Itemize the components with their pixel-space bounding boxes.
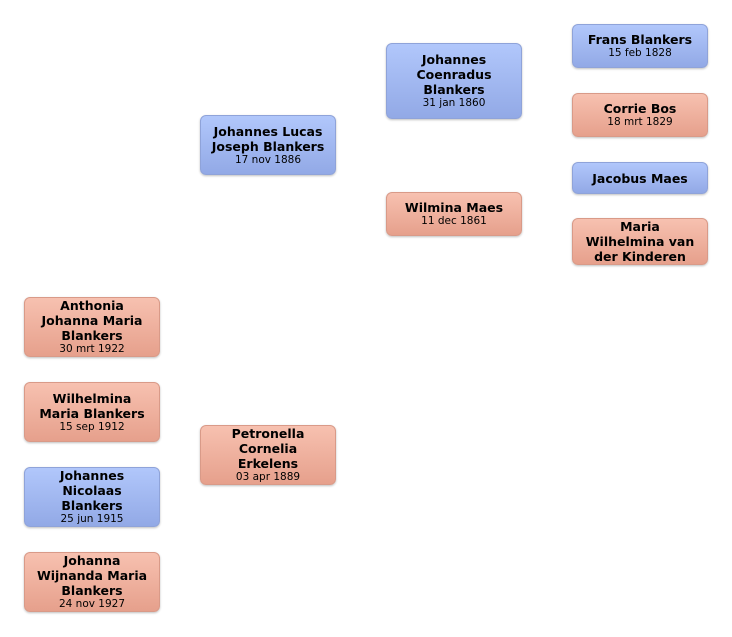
person-name: Maria Wilhelmina van der Kinderen: [585, 219, 695, 264]
person-name: Wilmina Maes: [404, 200, 504, 215]
person-card-maria-wilhelmina[interactable]: Maria Wilhelmina van der Kinderen: [572, 218, 708, 265]
person-name: Wilhelmina Maria Blankers: [39, 390, 145, 421]
person-date: 31 jan 1860: [422, 97, 486, 109]
person-card-father[interactable]: Johannes Lucas Joseph Blankers 17 nov 18…: [200, 115, 336, 175]
person-name: Petronella Cornelia Erkelens: [231, 426, 305, 471]
person-name: Johannes Coenradus Blankers: [416, 52, 492, 97]
person-name: Frans Blankers: [587, 32, 693, 47]
person-date: 30 mrt 1922: [59, 343, 125, 355]
person-card-anthonia[interactable]: Anthonia Johanna Maria Blankers 30 mrt 1…: [24, 297, 160, 357]
person-date: 11 dec 1861: [421, 215, 487, 227]
person-date: 24 nov 1927: [58, 598, 126, 610]
person-card-corrie-bos[interactable]: Corrie Bos 18 mrt 1829: [572, 93, 708, 137]
person-card-wilhelmina[interactable]: Wilhelmina Maria Blankers 15 sep 1912: [24, 382, 160, 442]
person-date: 17 nov 1886: [234, 153, 302, 166]
person-card-frans-blankers[interactable]: Frans Blankers 15 feb 1828: [572, 24, 708, 68]
person-name: Jacobus Maes: [592, 170, 688, 186]
person-date: 03 apr 1889: [235, 471, 301, 483]
person-card-johannes-nicolaas[interactable]: Johannes Nicolaas Blankers 25 jun 1915: [24, 467, 160, 527]
person-name: Corrie Bos: [603, 101, 677, 116]
person-name: Anthonia Johanna Maria Blankers: [41, 298, 143, 343]
person-card-paternal-grandmother[interactable]: Wilmina Maes 11 dec 1861: [386, 192, 522, 236]
person-date: 25 jun 1915: [60, 513, 124, 525]
person-name: Johanna Wijnanda Maria Blankers: [36, 553, 148, 598]
person-date: 18 mrt 1829: [607, 116, 673, 128]
person-name: Johannes Nicolaas Blankers: [59, 468, 125, 513]
person-name: Johannes Lucas Joseph Blankers: [211, 123, 325, 154]
person-date: 15 feb 1828: [608, 47, 672, 59]
person-date: 15 sep 1912: [59, 420, 125, 433]
person-card-paternal-grandfather[interactable]: Johannes Coenradus Blankers 31 jan 1860: [386, 43, 522, 119]
person-card-johanna-wijnanda[interactable]: Johanna Wijnanda Maria Blankers 24 nov 1…: [24, 552, 160, 612]
person-card-mother[interactable]: Petronella Cornelia Erkelens 03 apr 1889: [200, 425, 336, 485]
person-card-jacobus-maes[interactable]: Jacobus Maes: [572, 162, 708, 194]
